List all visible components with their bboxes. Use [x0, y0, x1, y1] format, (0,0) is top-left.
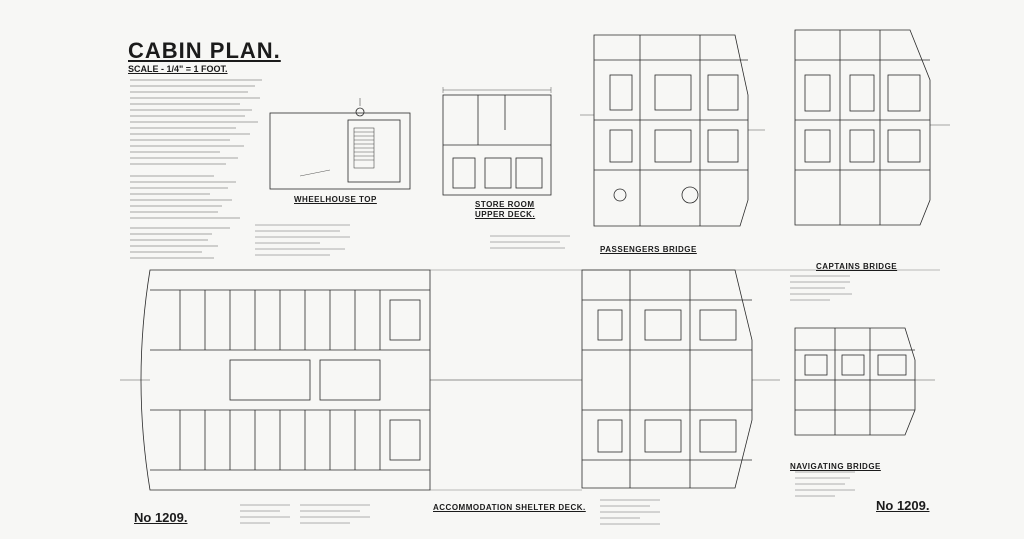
wheelhouse-top-label: WHEELHOUSE TOP [294, 195, 377, 204]
passengers-bridge-plan [580, 34, 765, 227]
upper-deck-label: UPPER DECK. [475, 210, 536, 219]
captains-bridge-label: CAPTAINS BRIDGE [816, 262, 898, 271]
annotation-lines [240, 224, 855, 525]
accommodation-shelter-deck-label: ACCOMMODATION SHELTER DECK. [433, 503, 586, 512]
scale-label: SCALE - 1/4" = 1 FOOT. [128, 64, 228, 74]
drawing-number-right: No 1209. [876, 498, 930, 513]
drawing-number-left: No 1209. [134, 510, 188, 525]
store-room-upper-deck-plan [442, 87, 552, 196]
navigating-bridge-label: NAVIGATING BRIDGE [790, 462, 881, 471]
accommodation-shelter-deck-plan [120, 269, 582, 491]
lower-passengers-bridge-plan [581, 269, 940, 489]
general-notes-block [130, 79, 262, 259]
captains-bridge-plan [794, 29, 950, 226]
drawing-title: CABIN PLAN. [128, 38, 281, 63]
navigating-bridge-plan [794, 327, 935, 436]
wheelhouse-top-plan [269, 98, 411, 190]
store-room-label: STORE ROOM [475, 200, 535, 209]
passengers-bridge-label: PASSENGERS BRIDGE [600, 245, 697, 254]
